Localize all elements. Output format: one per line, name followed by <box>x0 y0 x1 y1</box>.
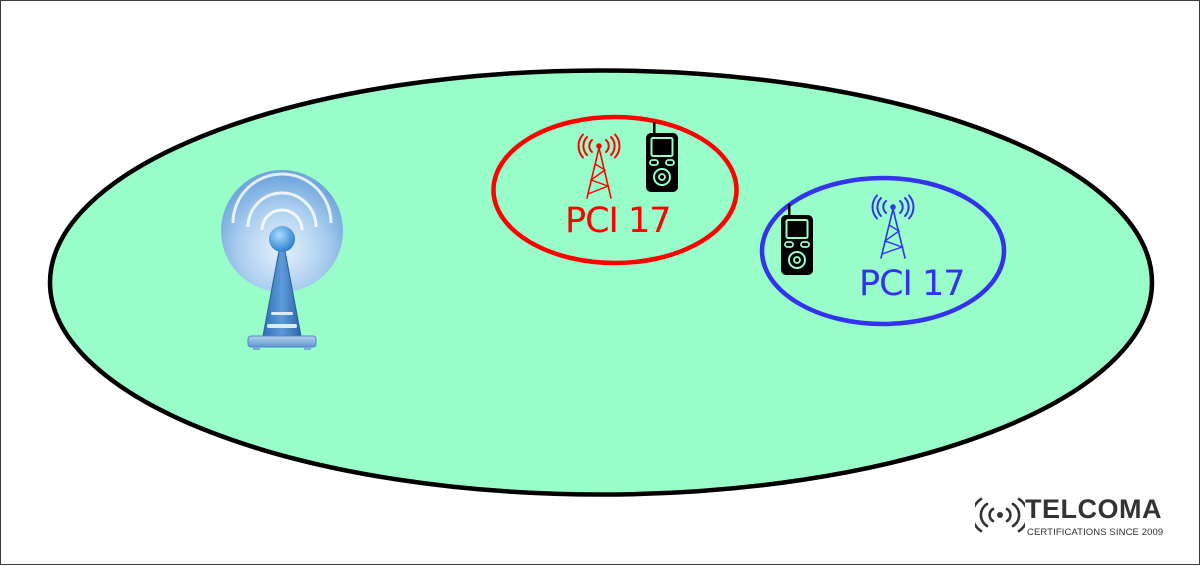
wireless-signal-icon <box>975 497 1025 533</box>
cell-ellipse-red <box>491 114 739 266</box>
cell-tower-icon-red <box>577 133 621 199</box>
pci-label-red: PCI 17 <box>565 201 672 241</box>
handheld-device-icon-blue <box>781 204 813 275</box>
logo-subtitle: CERTIFICATIONS SINCE 2009 <box>1027 527 1164 538</box>
handheld-device-icon-red <box>646 122 678 192</box>
pci-label-blue: PCI 17 <box>859 264 966 304</box>
coverage-area <box>47 68 1155 497</box>
cell-tower-icon-blue <box>871 194 915 259</box>
broadcast-tower-icon <box>221 170 343 350</box>
telcoma-logo: TELCOMA CERTIFICATIONS SINCE 2009 <box>975 495 1195 549</box>
cell-ellipse-blue <box>759 175 1007 327</box>
logo-title: TELCOMA <box>1025 494 1162 524</box>
